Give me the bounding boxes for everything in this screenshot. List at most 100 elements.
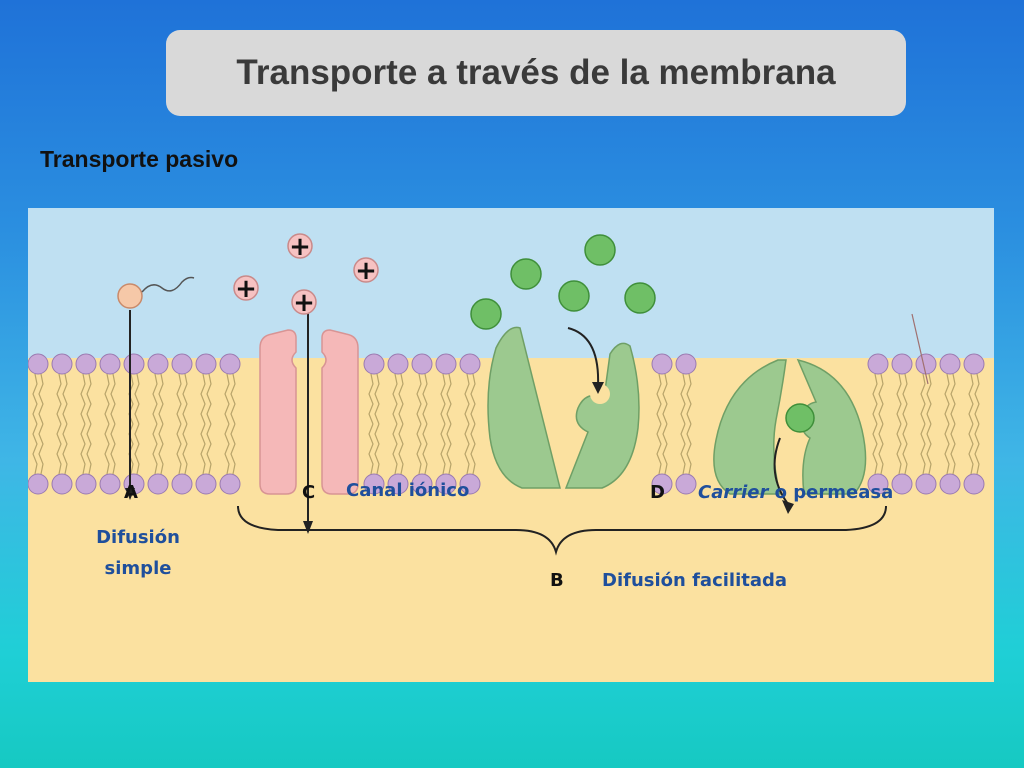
lipid-tail	[920, 373, 926, 425]
lipid-tail	[686, 423, 692, 475]
ion-sign: +	[289, 232, 311, 262]
lipid-tail	[422, 373, 428, 425]
lipid-head	[123, 353, 145, 375]
lipid-tail	[104, 373, 110, 425]
lipid-tail	[200, 423, 206, 475]
lipid-tail	[470, 423, 476, 475]
lipid-tail	[968, 423, 974, 475]
lipid-tail	[872, 373, 878, 425]
lipid-tail	[32, 373, 38, 425]
label-d-italic: Carrier	[698, 482, 769, 503]
lipid-head	[219, 473, 241, 495]
lipid-tail	[86, 373, 92, 425]
carrier-closed	[713, 358, 867, 514]
lipid-tail	[368, 423, 374, 475]
lipid-tail	[224, 423, 230, 475]
lipid-tail	[224, 373, 230, 425]
lipid-head	[867, 473, 889, 495]
lipid-tail	[374, 373, 380, 425]
ion-sign: +	[235, 274, 257, 304]
lipid-tail	[944, 373, 950, 425]
lipid-head	[867, 353, 889, 375]
lipid-tail	[56, 373, 62, 425]
lipid-tail	[134, 373, 140, 425]
lipid-head	[891, 353, 913, 375]
ion: +	[287, 232, 313, 262]
lipid-tail	[398, 373, 404, 425]
lipid-tail	[80, 373, 86, 425]
ions: ++++	[233, 232, 379, 318]
ion: +	[233, 274, 259, 304]
solutes	[470, 234, 656, 330]
lipid-head	[915, 473, 937, 495]
lipid-head	[435, 353, 457, 375]
lipid-tail	[206, 373, 212, 425]
lipid-tail	[926, 423, 932, 475]
lipid-head	[75, 353, 97, 375]
label-d-rest: o permeasa	[768, 482, 894, 503]
label-c-text: Canal iónico	[346, 480, 470, 501]
lipid-head	[171, 473, 193, 495]
solute	[624, 282, 656, 314]
lipid-head	[435, 473, 457, 495]
lipid-tail	[152, 373, 158, 425]
lipid-tail	[656, 423, 662, 475]
lipid-head	[27, 473, 49, 495]
lipid-tail	[392, 423, 398, 475]
lipid-tail	[422, 423, 428, 475]
lipid-tail	[680, 373, 686, 425]
lipid-head	[363, 473, 385, 495]
lipid-tail	[974, 373, 980, 425]
solute	[510, 258, 542, 290]
ion-channel	[259, 298, 359, 534]
lipid-tail	[680, 423, 686, 475]
lipid-head	[939, 473, 961, 495]
lipid-tail	[86, 423, 92, 475]
lipid-tail	[104, 423, 110, 475]
solute	[558, 280, 590, 312]
lipid-head	[51, 353, 73, 375]
lipid-tail	[416, 373, 422, 425]
lipid-tail	[230, 373, 236, 425]
lipid-tail	[134, 423, 140, 475]
lipid-tail	[662, 423, 668, 475]
lipid-tail	[206, 423, 212, 475]
lipid-tail	[230, 423, 236, 475]
lipid-head	[411, 473, 433, 495]
lipid-head	[675, 473, 697, 495]
lipid-head	[939, 353, 961, 375]
lipid-tail	[446, 423, 452, 475]
lipid-tail	[896, 373, 902, 425]
lipid-tail	[950, 423, 956, 475]
lipid-head	[99, 353, 121, 375]
lipid-tail	[398, 423, 404, 475]
simple-diffusion-molecule	[117, 276, 195, 500]
slide-title: Transporte a través de la membrana	[236, 53, 836, 92]
section-title: Transporte pasivo	[40, 146, 239, 172]
solute	[470, 298, 502, 330]
lipid-head	[411, 353, 433, 375]
label-a-text: Difusión simple	[88, 522, 188, 584]
lipid-tail	[62, 423, 68, 475]
lipid-tail	[32, 423, 38, 475]
lipid-tail	[182, 423, 188, 475]
lipid-head	[387, 473, 409, 495]
lipid-tail	[950, 373, 956, 425]
lipid-head	[675, 353, 697, 375]
lipid-head	[891, 473, 913, 495]
lipid-tail	[968, 373, 974, 425]
lipid-heads	[27, 353, 985, 495]
title-box: Transporte a través de la membrana	[166, 30, 906, 116]
lipid-head	[147, 353, 169, 375]
lipid-tail	[902, 423, 908, 475]
lipid-tail	[182, 373, 188, 425]
solute	[584, 234, 616, 266]
lipid-tail	[416, 423, 422, 475]
lipid-tail	[446, 373, 452, 425]
lipid-tail	[878, 423, 884, 475]
lipid-tail	[392, 373, 398, 425]
lipid-tail	[878, 373, 884, 425]
lipid-head	[147, 473, 169, 495]
lipid-head	[387, 353, 409, 375]
label-b-letter: B	[550, 570, 564, 591]
